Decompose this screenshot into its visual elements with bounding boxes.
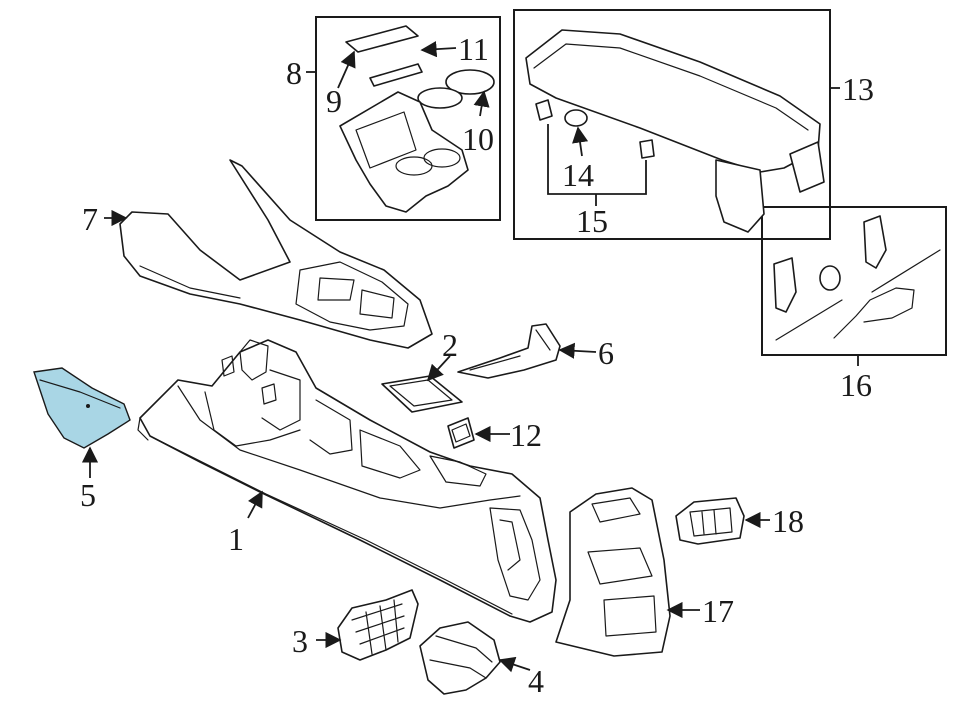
part-13-armrest-lid	[525, 29, 825, 233]
leader-lines	[81, 41, 859, 673]
part-7-upper-trim	[119, 159, 433, 349]
callout-4: 4	[528, 663, 544, 699]
part-4-cover	[419, 621, 501, 695]
inset-box-cupholder	[315, 16, 501, 221]
callout-17: 17	[702, 593, 734, 629]
part-6-bracket	[457, 323, 561, 379]
callout-15: 15	[576, 203, 608, 239]
callout-6: 6	[598, 335, 614, 371]
part-1-console-body	[137, 339, 557, 623]
callout-11: 11	[458, 31, 489, 67]
part-16-hardware-kit	[773, 215, 941, 341]
part-15-fasteners	[535, 99, 655, 159]
callout-1: 1	[228, 521, 244, 557]
callout-10: 10	[462, 121, 494, 157]
callout-5: 5	[80, 477, 96, 513]
inset-box-armrest	[513, 9, 831, 240]
callout-14: 14	[562, 157, 594, 193]
callout-18: 18	[772, 503, 804, 539]
callout-13: 13	[842, 71, 874, 107]
part-2-pad	[381, 375, 463, 413]
callout-labels: 1 2 3 4 5 6 7 8 9 10 11 12 13 14 15 16 1…	[80, 31, 874, 699]
part-12-switch	[447, 417, 475, 449]
callout-8: 8	[286, 55, 302, 91]
callout-12: 12	[510, 417, 542, 453]
part-14-clip	[564, 109, 588, 127]
callout-7: 7	[82, 201, 98, 237]
inset-box-hardware-kit	[761, 206, 947, 356]
part-5-side-trim-highlighted	[33, 367, 131, 449]
callout-9: 9	[326, 83, 342, 119]
callout-16: 16	[840, 367, 872, 403]
callout-2: 2	[442, 327, 458, 363]
part-18-vent	[675, 497, 745, 545]
part-8-cupholder-assembly	[339, 25, 495, 213]
part-17-rear-panel	[555, 487, 671, 657]
callout-3: 3	[292, 623, 308, 659]
part-3-bracket	[337, 589, 419, 661]
